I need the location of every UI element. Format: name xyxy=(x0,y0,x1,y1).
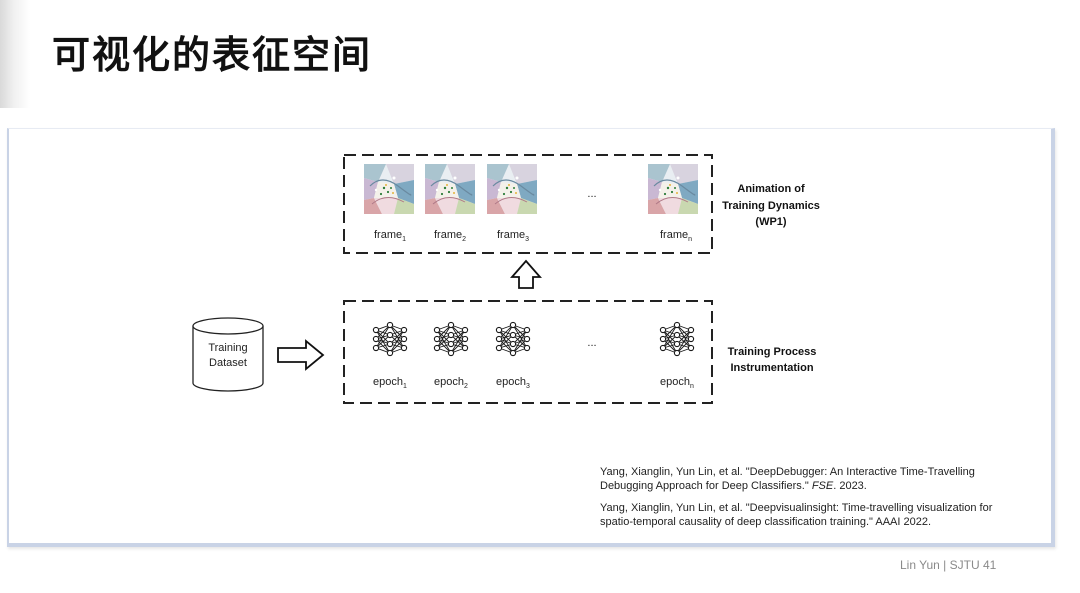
references: Yang, Xianglin, Yun Lin, et al. "DeepDeb… xyxy=(600,465,1020,537)
animation-label-line-1: Animation of xyxy=(737,183,805,195)
epochs-dashed-box xyxy=(343,300,713,404)
slide-footer: Lin Yun | SJTU 41 xyxy=(900,558,997,572)
neural-network-icon-n xyxy=(659,321,695,357)
frame-thumbnail-3 xyxy=(486,163,538,215)
instrumentation-label-line-1: Training Process xyxy=(728,346,817,358)
reference-2: Yang, Xianglin, Yun Lin, et al. "Deepvis… xyxy=(600,502,993,528)
epoch-label-2: epoch2 xyxy=(434,376,468,390)
epoch-label-n: epochn xyxy=(660,376,694,390)
frame-label-2: frame2 xyxy=(434,229,466,243)
frames-dashed-box xyxy=(343,154,713,254)
frame-label-3: frame3 xyxy=(497,229,529,243)
frame-label-n: framen xyxy=(660,229,692,243)
animation-label-line-3: (WP1) xyxy=(755,216,787,228)
animation-label-line-2: Training Dynamics xyxy=(722,200,820,212)
neural-network-icon-1 xyxy=(372,321,408,357)
instrumentation-label-line-2: Instrumentation xyxy=(730,362,813,374)
training-dataset-cylinder-icon xyxy=(192,317,264,392)
neural-network-icon-2 xyxy=(433,321,469,357)
title-accent-bar xyxy=(0,0,30,108)
frames-ellipsis: ... xyxy=(587,188,596,200)
right-arrow-icon xyxy=(277,339,325,371)
reference-1-text: Yang, Xianglin, Yun Lin, et al. "DeepDeb… xyxy=(600,466,975,492)
up-arrow-icon xyxy=(510,259,542,289)
epoch-label-1: epoch1 xyxy=(373,376,407,390)
reference-1: Yang, Xianglin, Yun Lin, et al. "DeepDeb… xyxy=(600,465,1020,493)
frame-thumbnail-n xyxy=(647,163,699,215)
neural-network-icon-3 xyxy=(495,321,531,357)
frame-thumbnail-2 xyxy=(424,163,476,215)
slide-title: 可视化的表征空间 xyxy=(52,33,373,77)
frame-thumbnail-1 xyxy=(363,163,415,215)
dataset-label-line-1: Training xyxy=(208,342,247,354)
reference-1-venue: FSE xyxy=(811,480,834,492)
dataset-label-line-2: Dataset xyxy=(209,357,247,369)
epoch-label-3: epoch3 xyxy=(496,376,530,390)
frame-label-1: frame1 xyxy=(374,229,406,243)
epochs-ellipsis: ... xyxy=(587,337,596,349)
reference-1-tail: . 2023. xyxy=(833,480,867,492)
